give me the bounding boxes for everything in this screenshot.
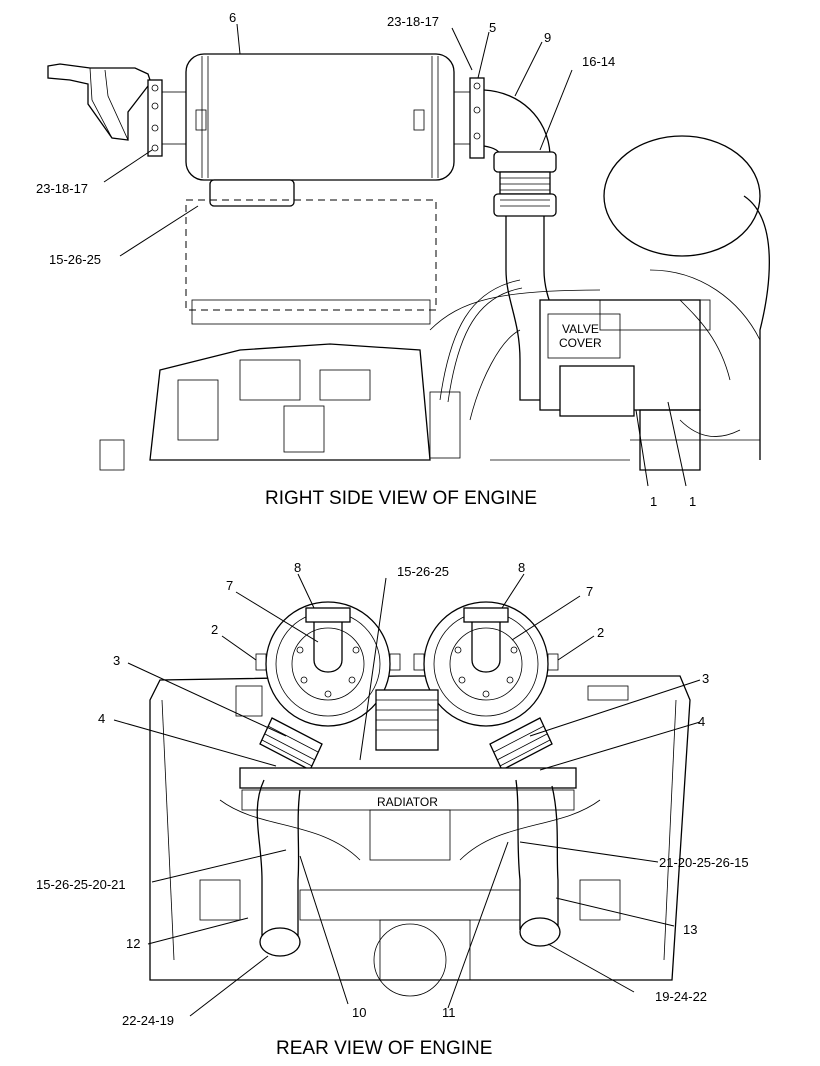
rear-view-drawing bbox=[149, 601, 691, 997]
side-callout-15-26-25: 15-26-25 bbox=[49, 252, 101, 267]
side-view-drawing bbox=[47, 53, 770, 471]
rear-view-title: REAR VIEW OF ENGINE bbox=[276, 1038, 492, 1059]
side-callout-1-right: 1 bbox=[689, 494, 696, 509]
side-callout-5: 5 bbox=[489, 20, 496, 35]
rear-callout-2-right: 2 bbox=[597, 625, 604, 640]
rear-callout-8-left: 8 bbox=[294, 560, 301, 575]
side-callout-6: 6 bbox=[229, 10, 236, 25]
valve-cover-label-1: VALVE bbox=[562, 322, 599, 336]
rear-callout-13: 13 bbox=[683, 922, 697, 937]
side-callout-1-left: 1 bbox=[650, 494, 657, 509]
rear-callout-3-right: 3 bbox=[702, 671, 709, 686]
rear-callout-11: 11 bbox=[442, 1005, 456, 1020]
side-callout-16-14: 16-14 bbox=[582, 54, 615, 69]
rear-callout-21-20-25-26-15: 21-20-25-26-15 bbox=[659, 855, 749, 870]
rear-leader-lines bbox=[113, 573, 701, 1017]
side-view-title: RIGHT SIDE VIEW OF ENGINE bbox=[265, 488, 537, 509]
side-leader-lines bbox=[103, 23, 687, 487]
side-callout-9: 9 bbox=[544, 30, 551, 45]
rear-callout-15-26-25: 15-26-25 bbox=[397, 564, 449, 579]
rear-callout-7-left: 7 bbox=[226, 578, 233, 593]
rear-callout-4-left: 4 bbox=[98, 711, 105, 726]
rear-callout-15-26-25-20-21: 15-26-25-20-21 bbox=[36, 877, 126, 892]
rear-callout-2-left: 2 bbox=[211, 622, 218, 637]
rear-callout-19-24-22: 19-24-22 bbox=[655, 989, 707, 1004]
rear-callout-3-left: 3 bbox=[113, 653, 120, 668]
side-callout-23-18-17-top: 23-18-17 bbox=[387, 14, 439, 29]
rear-callout-12: 12 bbox=[126, 936, 140, 951]
valve-cover-label-2: COVER bbox=[559, 336, 602, 350]
rear-callout-22-24-19: 22-24-19 bbox=[122, 1013, 174, 1028]
rear-callout-4-right: 4 bbox=[698, 714, 705, 729]
rear-callout-10: 10 bbox=[352, 1005, 366, 1020]
rear-callout-8-right: 8 bbox=[518, 560, 525, 575]
rear-callout-7-right: 7 bbox=[586, 584, 593, 599]
radiator-label: RADIATOR bbox=[377, 795, 438, 809]
side-callout-23-18-17-left: 23-18-17 bbox=[36, 181, 88, 196]
